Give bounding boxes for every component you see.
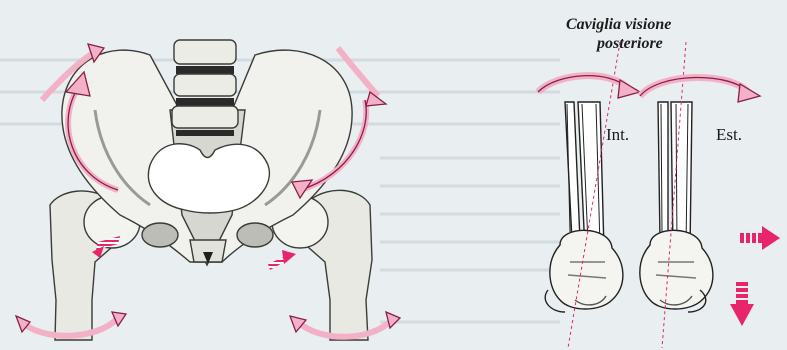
arrow-down-icon: [730, 282, 754, 326]
pelvis-illustration: [50, 40, 372, 340]
external-label: Est.: [716, 125, 742, 145]
caption-line-2: posteriore: [597, 35, 663, 53]
arrow-right-icon: [740, 226, 780, 250]
internal-label: Int.: [606, 125, 629, 145]
caption-line-1: Caviglia visione: [566, 16, 671, 34]
ankle-rotation-arrows: [538, 76, 760, 102]
